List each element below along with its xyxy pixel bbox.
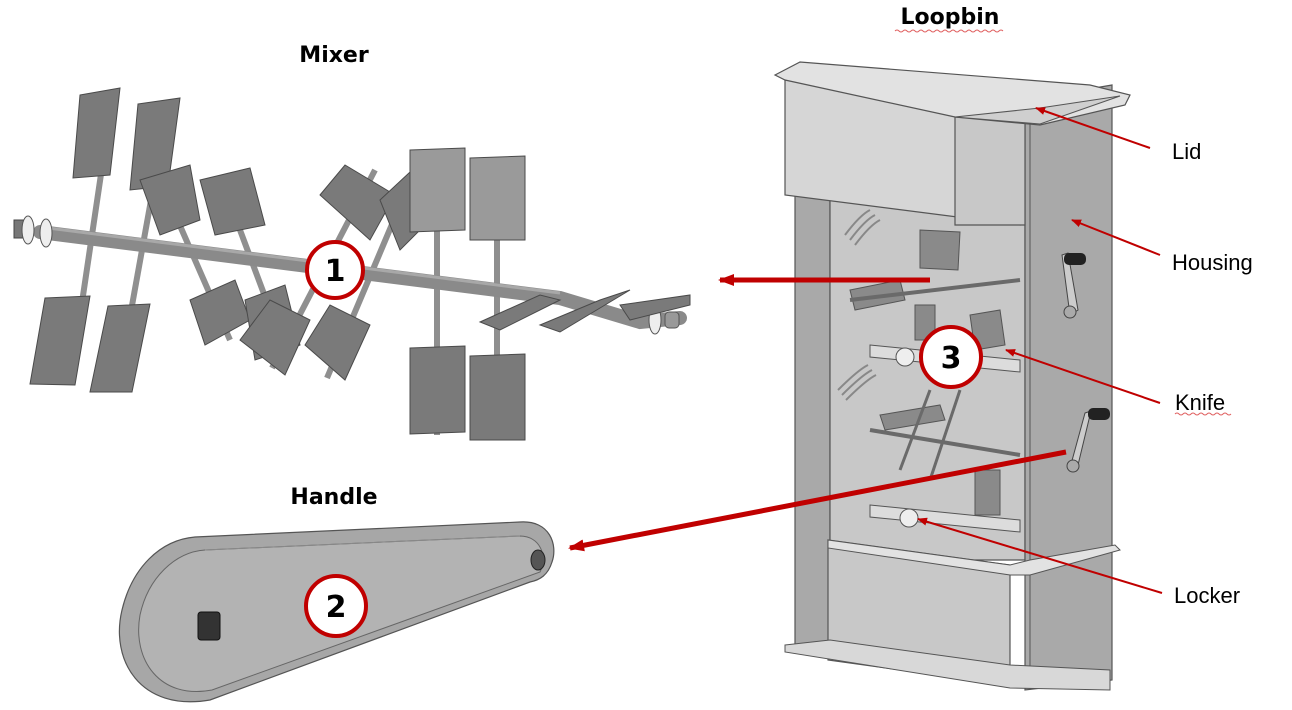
mixer-title: Mixer (299, 43, 369, 68)
handle-round-hole (530, 549, 546, 571)
leader-housing (1071, 219, 1161, 256)
spellcheck-underline (894, 29, 1004, 33)
locker-knob (899, 508, 919, 528)
badge-mixer: 1 (305, 240, 365, 300)
loopbin-title: Loopbin (901, 5, 1000, 30)
badge-loopbin: 3 (919, 325, 983, 389)
badge-handle: 2 (304, 574, 368, 638)
leader-locker (917, 517, 1163, 594)
callout-housing: Housing (1172, 250, 1253, 275)
crank-upper (1061, 252, 1086, 319)
shaft-coupling-left (13, 215, 53, 248)
crank-lower (1066, 408, 1110, 473)
arrow-to-handle (568, 449, 1067, 552)
locker-knob-upper (895, 347, 915, 367)
housing-panel (1024, 84, 1113, 691)
handle-title: Handle (290, 485, 377, 510)
callout-lid: Lid (1172, 139, 1201, 164)
mixer-assembly (13, 87, 691, 441)
spellcheck-underline (1174, 412, 1232, 416)
leader-knife (1005, 349, 1161, 404)
callout-knife: Knife (1175, 390, 1225, 415)
leader-lid (1035, 107, 1151, 149)
handle-square-hole (197, 611, 221, 641)
badge-handle-number: 2 (326, 590, 347, 625)
badge-loopbin-number: 3 (941, 341, 962, 376)
badge-mixer-number: 1 (325, 254, 346, 289)
callout-locker: Locker (1174, 583, 1240, 608)
